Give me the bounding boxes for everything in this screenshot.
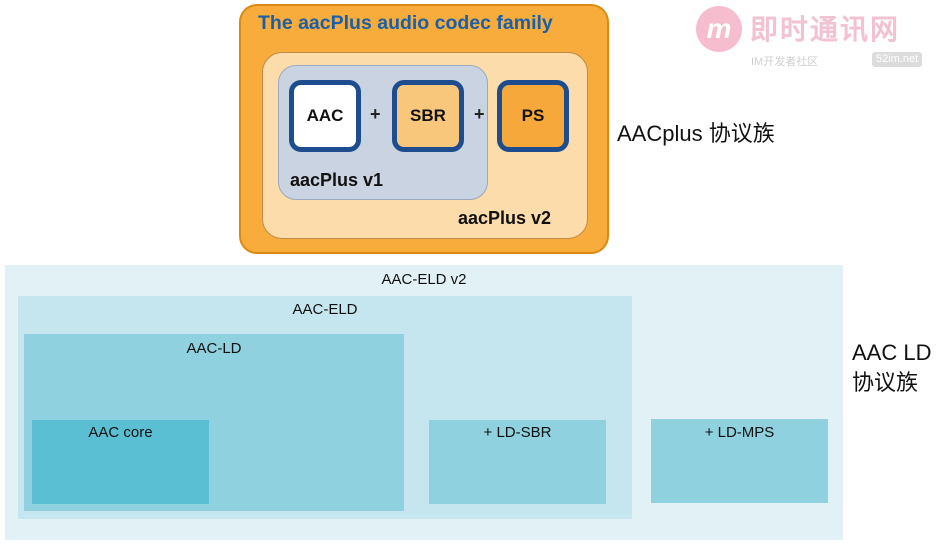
ld-sbr-label: + LD-SBR — [483, 424, 552, 441]
aacplus-family-title: The aacPlus audio codec family — [258, 12, 553, 34]
aac-ld-family-caption: AAC LD 协议族 — [852, 338, 944, 398]
ps-codec-box: PS — [497, 80, 569, 152]
plus-sign: + — [474, 104, 485, 124]
watermark-logo-icon: m — [696, 6, 742, 52]
ld-mps-label: + LD-MPS — [704, 424, 775, 441]
aac-ld-family-caption-line: AAC LD — [852, 340, 932, 365]
aac-ld-family-caption-line: 协议族 — [852, 370, 919, 395]
watermark-tag: 52im.net — [872, 52, 923, 67]
aac-codec-box: AAC — [289, 80, 361, 152]
ld-mps-box — [651, 419, 828, 503]
sbr-codec-box: SBR — [392, 80, 464, 152]
aac-core-label: AAC core — [88, 424, 153, 441]
watermark-logo-letter: m — [706, 13, 732, 44]
aac-eld-label: AAC-ELD — [292, 301, 358, 318]
watermark-title: 即时通讯网 — [750, 14, 901, 45]
aacplus-v2-label: aacPlus v2 — [458, 208, 552, 228]
aacplus-family-caption: AACplus 协议族 — [617, 121, 775, 146]
aac-eld-v2-label: AAC-ELD v2 — [381, 271, 467, 288]
aac-ld-label: AAC-LD — [186, 340, 242, 357]
ld-sbr-box — [429, 420, 606, 504]
aac-core-box — [32, 420, 209, 504]
plus-sign: + — [370, 104, 381, 124]
aacplus-v1-label: aacPlus v1 — [290, 170, 384, 190]
watermark-subtitle: IM开发者社区 — [751, 56, 819, 68]
